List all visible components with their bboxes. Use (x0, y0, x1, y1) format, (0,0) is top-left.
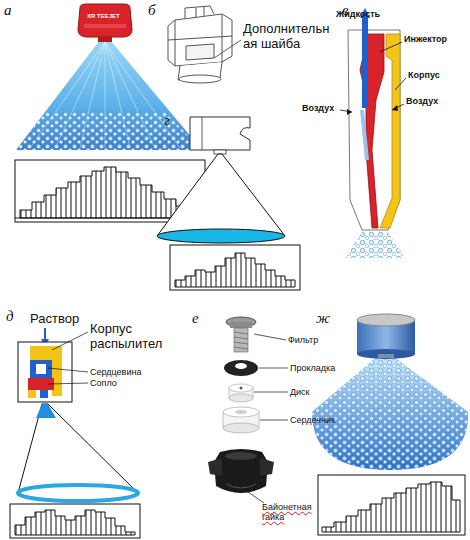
histogram (170, 245, 300, 290)
part-label: Дополнительн ая шайба (243, 22, 335, 52)
histogram (10, 504, 140, 538)
part-label: Диск (290, 387, 310, 397)
part-label: Сердечник (290, 415, 335, 425)
panel-letter: ж (316, 310, 330, 327)
part-label: Воздух (302, 103, 334, 113)
hollow-cone-nozzle (157, 117, 285, 243)
part-label: Байонетная гайка (262, 502, 332, 523)
air-injector-nozzle (340, 8, 406, 258)
part-label: Корпус (408, 70, 440, 80)
brand-text: XR TEEJET (87, 13, 120, 20)
part-label: Прокладка (290, 363, 335, 373)
leader-line (214, 40, 241, 58)
part-label: Сердцевина (90, 367, 141, 377)
part-label: Сопло (90, 378, 117, 388)
part-label: Воздух (406, 96, 438, 106)
part-label: Жидкость (336, 9, 380, 19)
part-label: Корпус распылител (90, 322, 170, 352)
nozzle-outline (168, 6, 232, 83)
part-label: Фильтр (288, 335, 318, 345)
panel-letter: а (4, 2, 12, 19)
panel-letter: е (192, 310, 199, 327)
part-label: Раствор (30, 312, 79, 327)
exploded-parts (208, 317, 288, 503)
swirl-nozzle (18, 328, 138, 501)
coarse-spray-nozzle (312, 314, 468, 470)
panel-letter: д (6, 308, 14, 325)
part-label: Инжектор (404, 34, 447, 44)
histogram (318, 475, 465, 535)
panel-letter: г (164, 112, 170, 129)
panel-letter: б (148, 2, 156, 19)
